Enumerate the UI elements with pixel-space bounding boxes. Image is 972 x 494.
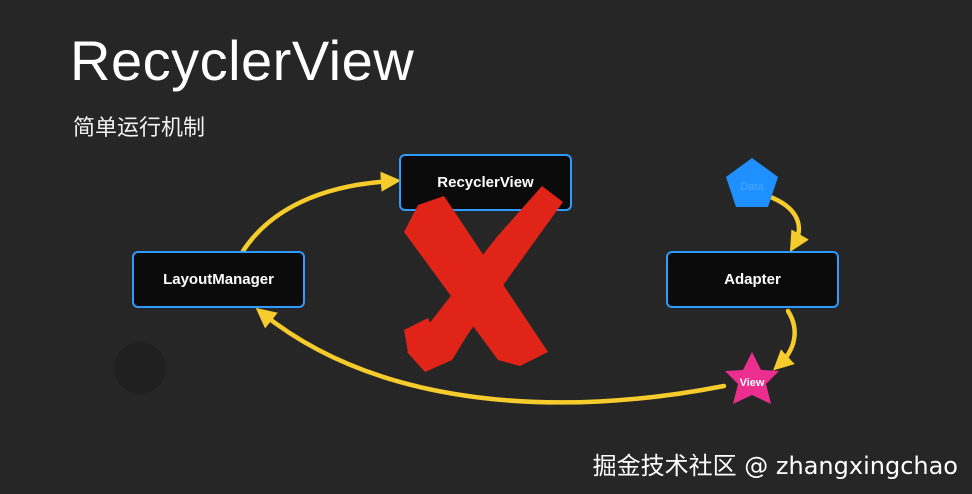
arrow-data-to-adapter — [765, 193, 809, 252]
layoutmanager-node: LayoutManager — [132, 251, 305, 308]
view-star-icon — [725, 352, 779, 404]
slide-subtitle: 简单运行机制 — [73, 116, 206, 141]
adapter-node-label: Adapter — [724, 271, 781, 288]
view-label: View — [740, 377, 765, 389]
data-label: Data — [740, 181, 764, 193]
adapter-node: Adapter — [666, 251, 839, 308]
watermark: 掘金技术社区 @ zhangxingchao — [592, 452, 958, 480]
data-pentagon-icon — [726, 158, 778, 207]
arrow-layoutmanager-to-recyclerview — [240, 171, 402, 254]
arrow-adapter-to-view — [773, 308, 797, 371]
red-cross-icon — [404, 186, 563, 372]
arrow-view-to-layoutmanager — [255, 307, 727, 405]
slide-title: RecyclerView — [70, 29, 415, 92]
decorative-blob — [114, 342, 166, 394]
layoutmanager-node-label: LayoutManager — [163, 271, 274, 288]
recyclerview-node-label: RecyclerView — [437, 174, 534, 191]
